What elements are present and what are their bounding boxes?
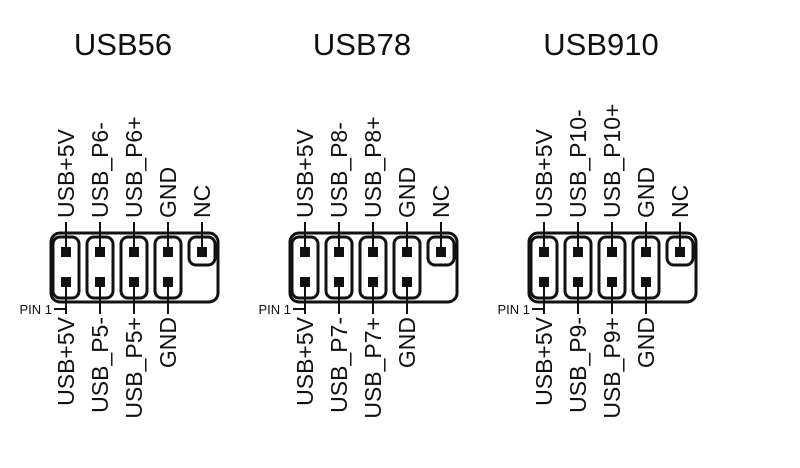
header-group: USB56 PIN 1 USB+5V USB_P6- USB_P6+ GND N… xyxy=(19,27,220,419)
pin-pad xyxy=(95,277,105,287)
pin-pad xyxy=(334,277,344,287)
pin1-label: PIN 1 xyxy=(258,302,291,317)
pin-pad xyxy=(402,277,412,287)
bottom-pin-label: USB_P5- xyxy=(87,317,113,413)
top-pin-label: USB+5V xyxy=(53,128,79,218)
bottom-pin-label: GND xyxy=(633,317,659,368)
bottom-pin-label: USB+5V xyxy=(53,316,79,406)
header-title: USB910 xyxy=(543,27,658,62)
pin-pad xyxy=(61,277,71,287)
pin-pad xyxy=(402,247,412,257)
bottom-pin-label: USB_P7+ xyxy=(360,317,386,419)
bottom-pin-label: USB_P9- xyxy=(565,317,591,413)
pin-pad xyxy=(539,247,549,257)
pin-pad xyxy=(573,277,583,287)
pin-pad xyxy=(197,247,207,257)
top-pin-label: USB+5V xyxy=(531,128,557,218)
bottom-pin-label: USB_P5+ xyxy=(121,317,147,419)
bottom-pin-label: GND xyxy=(155,317,181,368)
pin-header-connector xyxy=(288,222,459,314)
pin-pad xyxy=(675,247,685,257)
pin-pad xyxy=(95,247,105,257)
pin-pad xyxy=(539,277,549,287)
header-title: USB78 xyxy=(313,27,411,62)
top-pin-label: NC xyxy=(428,185,454,218)
header-group: USB910 PIN 1 USB+5V USB_P10- USB_P10+ GN… xyxy=(497,27,698,419)
pin-pad xyxy=(129,277,139,287)
bottom-pin-label: USB+5V xyxy=(531,316,557,406)
header-group: USB78 PIN 1 USB+5V USB_P8- USB_P8+ GND N… xyxy=(258,27,459,419)
bottom-pin-label: USB_P7- xyxy=(326,317,352,413)
top-pin-label: NC xyxy=(667,185,693,218)
pin-header-connector xyxy=(527,222,698,314)
pin-pad xyxy=(641,247,651,257)
pin1-label: PIN 1 xyxy=(497,302,530,317)
pin-pad xyxy=(163,247,173,257)
header-title: USB56 xyxy=(74,27,172,62)
pin-pad xyxy=(368,277,378,287)
pin-pad xyxy=(163,277,173,287)
pin-pad xyxy=(300,247,310,257)
top-pin-label: USB_P6- xyxy=(87,122,113,218)
top-pin-label: USB_P10- xyxy=(565,109,591,218)
pin-pad xyxy=(129,247,139,257)
top-pin-label: GND xyxy=(394,167,420,218)
pin-pad xyxy=(607,247,617,257)
top-pin-label: USB_P8- xyxy=(326,122,352,218)
pin-header-connector xyxy=(49,222,220,314)
top-pin-label: USB+5V xyxy=(292,128,318,218)
pin-pad xyxy=(368,247,378,257)
pin-pad xyxy=(436,247,446,257)
pin-pad xyxy=(573,247,583,257)
bottom-pin-label: USB_P9+ xyxy=(599,317,625,419)
bottom-pin-label: USB+5V xyxy=(292,316,318,406)
pin1-label: PIN 1 xyxy=(19,302,52,317)
top-pin-label: USB_P6+ xyxy=(121,116,147,218)
pin-pad xyxy=(607,277,617,287)
top-pin-label: NC xyxy=(189,185,215,218)
pin-pad xyxy=(334,247,344,257)
top-pin-label: USB_P8+ xyxy=(360,116,386,218)
top-pin-label: GND xyxy=(633,167,659,218)
bottom-pin-label: GND xyxy=(394,317,420,368)
pin-pad xyxy=(300,277,310,287)
top-pin-label: USB_P10+ xyxy=(599,104,625,218)
pin-pad xyxy=(61,247,71,257)
pin-pad xyxy=(641,277,651,287)
top-pin-label: GND xyxy=(155,167,181,218)
